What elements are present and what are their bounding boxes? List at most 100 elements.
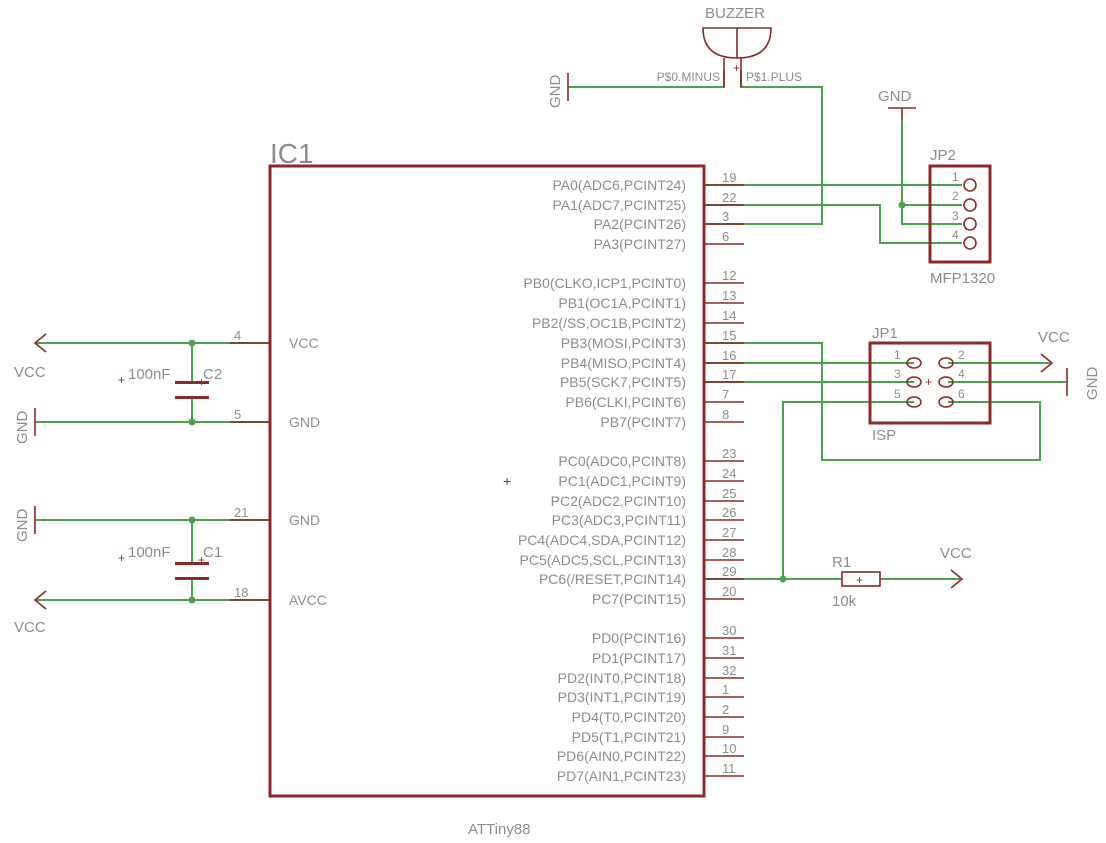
c1-cross: + (118, 551, 125, 565)
ic1-pin-label: PB3(MOSI,PCINT3) (561, 335, 686, 351)
jp1-pad (906, 396, 922, 408)
jp1-pads: 1 2 3 4 5 6 + (894, 348, 965, 408)
jp1-pin-num: 2 (958, 348, 965, 362)
c2-plate (175, 396, 209, 399)
vcc-label: VCC (14, 364, 46, 381)
ic1: IC1 ATTiny88 PA0(ADC6,PCINT24)19PA1(ADC7… (230, 138, 744, 838)
ic1-pin-number: 30 (722, 623, 736, 638)
jp2-pin-num: 4 (952, 228, 959, 242)
junction-dot (188, 418, 196, 426)
gnd-symbol-left-top: GND (14, 408, 36, 444)
buzzer-pin-plus: P$1.PLUS (746, 70, 802, 84)
ic1-pin-label: AVCC (289, 592, 327, 608)
ic1-value: ATTiny88 (468, 821, 531, 838)
jp2: JP2 MFP1320 1 2 3 4 (928, 147, 995, 287)
jp1-pin-num: 5 (894, 387, 901, 401)
c1-plate (175, 562, 209, 565)
junction-dot (898, 201, 906, 209)
c2-cross: + (198, 375, 205, 389)
gnd-symbol-buzzer: GND (547, 73, 569, 109)
vcc-symbol-r1: VCC (940, 545, 972, 589)
ic1-pin-number: 3 (722, 209, 729, 224)
ic1-pin-number: 6 (722, 229, 729, 244)
ic1-pin-label: PA3(PCINT27) (594, 236, 686, 252)
gnd-label: GND (547, 75, 564, 109)
vcc-arrow-icon (33, 333, 47, 353)
ic1-pin-number: 1 (722, 682, 729, 697)
junction-dot (188, 339, 196, 347)
jp1-cross: + (925, 375, 932, 389)
ic1-pin-number: 14 (722, 308, 736, 323)
ic1-pin-label: PC7(PCINT15) (592, 591, 686, 607)
jp2-pad (963, 217, 977, 231)
jp1-name: JP1 (872, 325, 898, 342)
wire-mosi (704, 342, 1041, 461)
junctions (188, 201, 906, 604)
ic1-pin-number: 2 (722, 702, 729, 717)
jp2-pad (963, 198, 977, 212)
c2-name: C2 (203, 366, 222, 383)
jp1-pad (938, 376, 954, 388)
junction-dot (188, 596, 196, 604)
ic1-pin-number: 7 (722, 387, 729, 402)
r1-cross: + (856, 573, 863, 587)
jp2-pin-num: 1 (952, 170, 959, 184)
ic1-pin-number: 24 (722, 466, 736, 481)
vcc-symbol-left-top: VCC (14, 333, 47, 381)
ic1-pin-number: 11 (722, 761, 736, 776)
ic1-pin-label: PD7(AIN1,PCINT23) (557, 768, 686, 784)
vcc-arrow-icon (1040, 353, 1054, 373)
jp2-value: MFP1320 (930, 270, 995, 287)
jp2-pad (963, 236, 977, 250)
vcc-label: VCC (14, 619, 46, 636)
jp1: JP1 ISP 1 2 3 4 5 6 + (868, 325, 992, 444)
ic1-pin-label: PC0(ADC0,PCINT8) (558, 453, 686, 469)
ic1-pin-number: 29 (722, 564, 736, 579)
c1-plate (175, 577, 209, 580)
r1-name: R1 (832, 554, 851, 571)
ic1-pin-label: PC4(ADC4,SDA,PCINT12) (518, 532, 686, 548)
ic1-pin-label: PA1(ADC7,PCINT25) (552, 197, 686, 213)
gnd-label: GND (1084, 367, 1101, 401)
c2-plate (175, 381, 209, 384)
ic1-pin-label: PA0(ADC6,PCINT24) (552, 177, 686, 193)
ic1-pin-number: 15 (722, 328, 736, 343)
vcc-arrow-icon (33, 590, 47, 610)
jp2-name: JP2 (930, 147, 956, 164)
ic1-pin-number: 18 (234, 585, 248, 600)
jp1-pad (938, 357, 954, 369)
ic1-pin-label: PC2(ADC2,PCINT10) (551, 493, 686, 509)
ic1-pin-number: 19 (722, 170, 736, 185)
ic1-pin-label: PB5(SCK7,PCINT5) (560, 374, 686, 390)
c2: 100nF C2 + + (118, 366, 222, 399)
ic1-pin-label: PD3(INT1,PCINT19) (558, 689, 686, 705)
vcc-arrow-icon (950, 569, 964, 589)
ic1-pin-label: PC3(ADC3,PCINT11) (552, 512, 686, 528)
ic1-pin-label: PB7(PCINT7) (600, 414, 686, 430)
jp1-pad (906, 376, 922, 388)
r1-body (841, 571, 881, 587)
jp1-pad (938, 396, 954, 408)
ic1-pin-label: PB4(MISO,PCINT4) (561, 355, 686, 371)
jp1-pin-num: 6 (958, 387, 965, 401)
gnd-symbol-jp1: GND (1066, 367, 1101, 401)
jp2-body (928, 164, 992, 264)
jp1-pin-num: 4 (958, 367, 965, 381)
ic1-pin-number: 25 (722, 486, 736, 501)
ic1-pin-label: PD2(INT0,PCINT18) (558, 670, 686, 686)
buzzer-pin-minus: P$0.MINUS (657, 70, 720, 84)
junction-dot (779, 575, 787, 583)
ic1-pin-number: 8 (722, 407, 729, 422)
c2-cross: + (118, 373, 125, 387)
ic1-pin-label: GND (289, 414, 320, 430)
ic1-pin-label: GND (289, 512, 320, 528)
ic1-pin-label: PB1(OC1A,PCINT1) (558, 295, 686, 311)
ic1-pin-number: 12 (722, 268, 736, 283)
ic1-pin-label: PD5(T1,PCINT21) (572, 729, 686, 745)
ic1-pin-number: 9 (722, 722, 729, 737)
ic1-pin-number: 4 (234, 328, 241, 343)
ic1-name: IC1 (270, 138, 314, 169)
ic1-pin-label: PB0(CLKO,ICP1,PCINT0) (523, 275, 686, 291)
